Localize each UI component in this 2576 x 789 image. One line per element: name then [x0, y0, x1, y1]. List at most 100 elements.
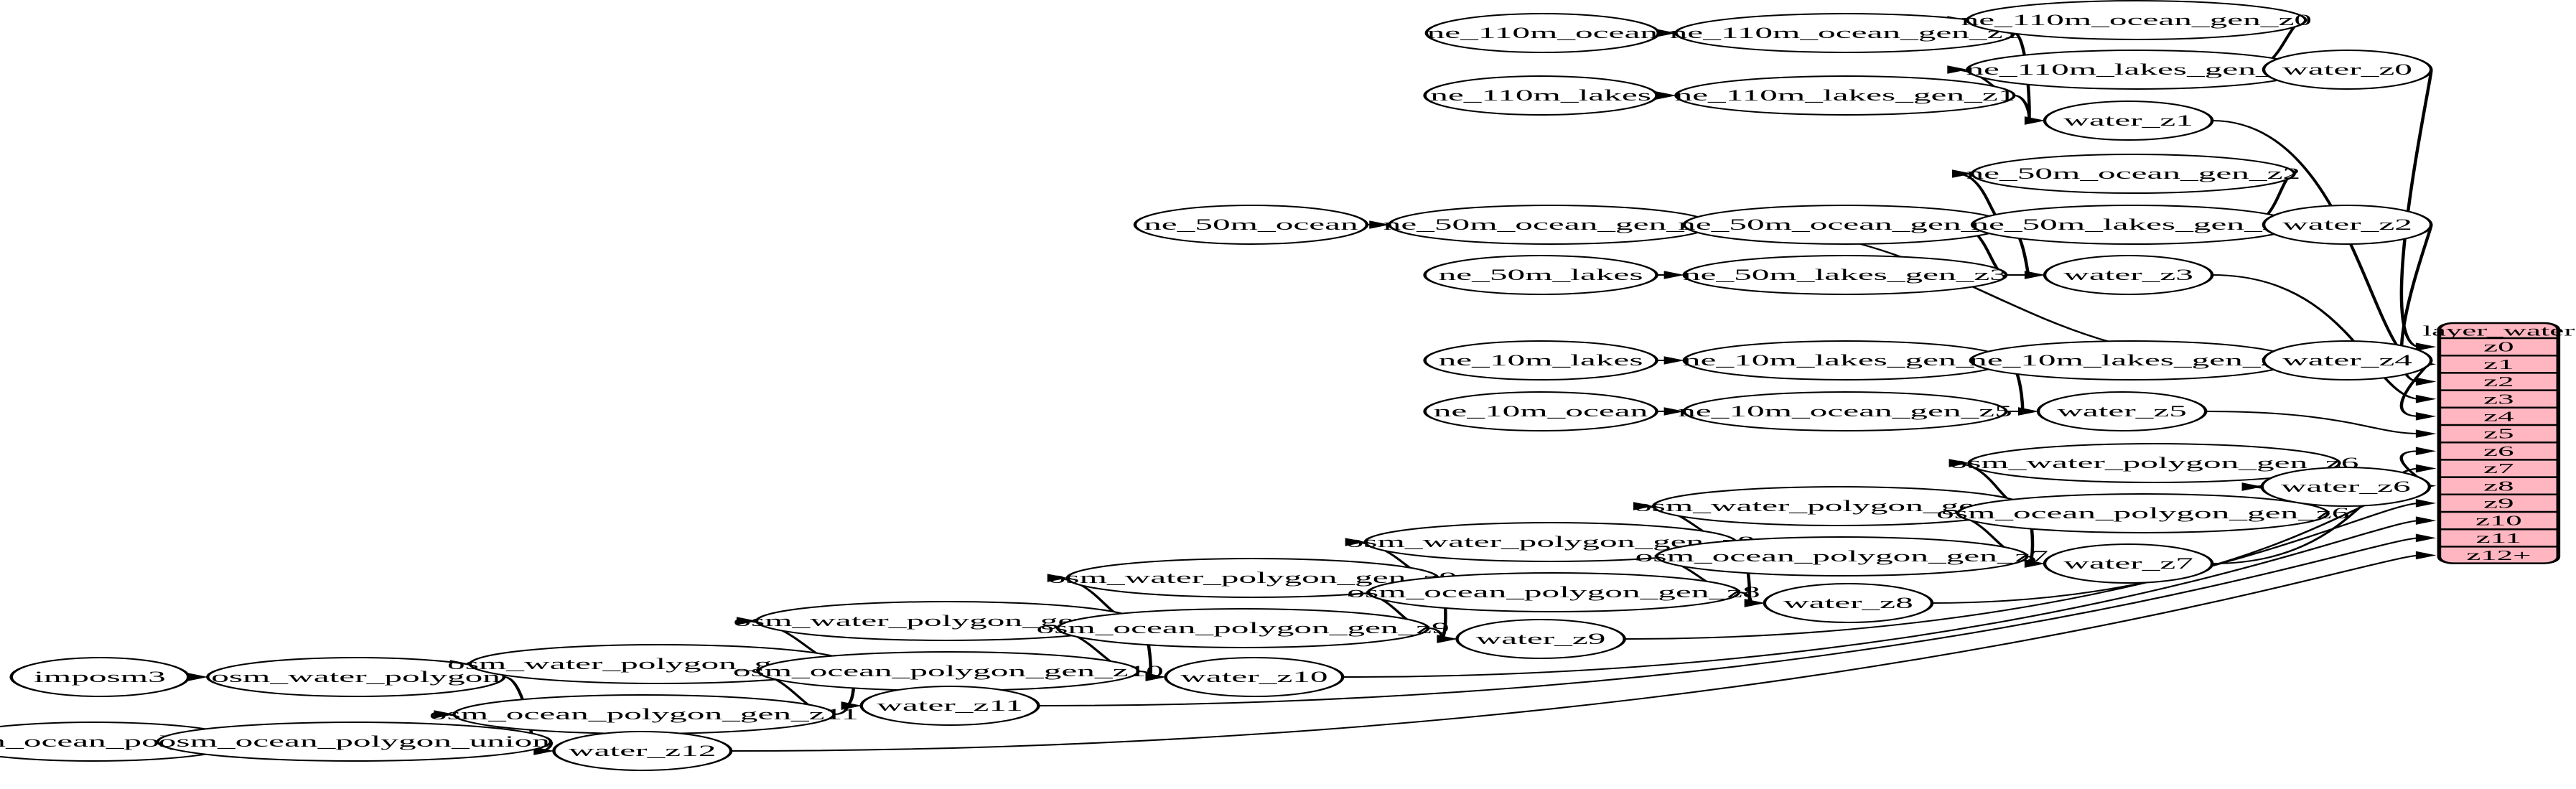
node-shape[interactable] [1969, 340, 2295, 381]
node-shape[interactable] [1674, 75, 2016, 116]
arrowhead-icon [1949, 459, 1970, 467]
arrowhead-icon [187, 673, 208, 681]
node-shape[interactable] [1682, 340, 2008, 381]
node-imposm3[interactable]: imposm3 [9, 657, 190, 697]
node-water_z5[interactable]: water_z5 [2036, 391, 2208, 431]
node-shape[interactable] [1682, 205, 2008, 245]
node-shape[interactable] [1388, 205, 1714, 245]
node-shape[interactable] [156, 722, 553, 762]
node-shape[interactable] [1424, 13, 1661, 53]
node-water_z9[interactable]: water_z9 [1455, 619, 1626, 659]
node-water_z7[interactable]: water_z7 [2043, 543, 2214, 584]
node-water_z10[interactable]: water_z10 [1164, 657, 1345, 697]
node-shape[interactable] [2043, 101, 2214, 141]
node-ne_50m_lakes_gen_z3[interactable]: ne_50m_lakes_gen_z3 [1682, 255, 2008, 295]
legend-row-z7[interactable]: z7 [2483, 460, 2514, 476]
legend-row-z2[interactable]: z2 [2483, 373, 2514, 389]
node-shape[interactable] [1423, 75, 1658, 116]
node-ne_50m_ocean_gen_z3[interactable]: ne_50m_ocean_gen_z3 [1678, 205, 2012, 245]
node-shape[interactable] [1967, 443, 2341, 483]
legend-title: layer_water [2423, 323, 2575, 339]
node-shape[interactable] [1655, 536, 2029, 576]
node-ne_50m_ocean[interactable]: ne_50m_ocean [1133, 205, 1369, 245]
node-shape[interactable] [2043, 543, 2214, 584]
arrowhead-icon [533, 747, 554, 755]
node-ne_10m_lakes_gen_z4[interactable]: ne_10m_lakes_gen_z4 [1969, 340, 2295, 381]
legend-row-z12+[interactable]: z12+ [2466, 547, 2531, 563]
legend-row-z3[interactable]: z3 [2483, 391, 2514, 406]
node-ne_10m_ocean_gen_z5[interactable]: ne_10m_ocean_gen_z5 [1678, 391, 2012, 431]
node-shape[interactable] [1674, 13, 2016, 53]
node-ne_110m_ocean[interactable]: ne_110m_ocean [1424, 13, 1661, 53]
node-water_z0[interactable]: water_z0 [2262, 50, 2433, 90]
node-ne_10m_lakes[interactable]: ne_10m_lakes [1423, 340, 1658, 381]
node-shape[interactable] [2260, 467, 2432, 507]
node-shape[interactable] [1133, 205, 1369, 245]
edge-water_z5-to-layer_water-z5 [2206, 411, 2420, 435]
node-shape[interactable] [2262, 340, 2433, 381]
node-ne_50m_ocean_gen_z2[interactable]: ne_50m_ocean_gen_z2 [1966, 154, 2300, 194]
arrowhead-icon [1633, 502, 1654, 510]
node-shape[interactable] [206, 657, 506, 697]
legend-row-z1[interactable]: z1 [2483, 356, 2514, 372]
legend-row-z10[interactable]: z10 [2475, 513, 2522, 528]
node-shape[interactable] [2262, 205, 2433, 245]
node-shape[interactable] [1164, 657, 1345, 697]
node-shape[interactable] [2036, 391, 2208, 431]
node-shape[interactable] [452, 694, 836, 734]
node-shape[interactable] [859, 686, 1040, 726]
node-osm_ocean_polygon_union[interactable]: osm_ocean_polygon_union [156, 722, 553, 762]
node-shape[interactable] [1423, 340, 1658, 381]
node-ne_110m_lakes_gen_z0[interactable]: ne_110m_lakes_gen_z0 [1966, 50, 2307, 90]
node-shape[interactable] [1970, 154, 2296, 194]
legend-row-z5[interactable]: z5 [2483, 426, 2514, 442]
node-osm_water_polygon[interactable]: osm_water_polygon [206, 657, 506, 697]
node-shape[interactable] [756, 651, 1140, 691]
node-water_z12[interactable]: water_z12 [552, 731, 733, 771]
node-shape[interactable] [1970, 205, 2296, 245]
node-shape[interactable] [2043, 255, 2214, 295]
node-water_z8[interactable]: water_z8 [1763, 583, 1934, 623]
node-shape[interactable] [552, 731, 733, 771]
arrowhead-icon [1663, 407, 1685, 416]
legend-row-z8[interactable]: z8 [2483, 477, 2514, 493]
node-ne_110m_lakes[interactable]: ne_110m_lakes [1423, 75, 1658, 116]
node-water_z3[interactable]: water_z3 [2043, 255, 2214, 295]
node-shape[interactable] [1682, 255, 2008, 295]
node-shape[interactable] [1682, 391, 2008, 431]
node-ne_10m_ocean[interactable]: ne_10m_ocean [1423, 391, 1658, 431]
node-shape[interactable] [2262, 50, 2433, 90]
node-water_z4[interactable]: water_z4 [2262, 340, 2433, 381]
legend-row-z4[interactable]: z4 [2483, 408, 2514, 424]
legend-row-z0[interactable]: z0 [2483, 339, 2514, 355]
node-shape[interactable] [9, 657, 190, 697]
node-ne_50m_lakes[interactable]: ne_50m_lakes [1423, 255, 1658, 295]
node-shape[interactable] [1423, 255, 1658, 295]
node-ne_50m_lakes_gen_z2[interactable]: ne_50m_lakes_gen_z2 [1970, 205, 2296, 245]
legend-row-z9[interactable]: z9 [2483, 495, 2514, 511]
node-ne_50m_ocean_gen_z4[interactable]: ne_50m_ocean_gen_z4 [1383, 205, 1718, 245]
node-water_z6[interactable]: water_z6 [2260, 467, 2432, 507]
node-water_z2[interactable]: water_z2 [2262, 205, 2433, 245]
node-ne_10m_lakes_gen_z5[interactable]: ne_10m_lakes_gen_z5 [1682, 340, 2008, 381]
node-shape[interactable] [1366, 572, 1741, 612]
node-shape[interactable] [1056, 608, 1430, 648]
node-shape[interactable] [1956, 493, 2330, 533]
arrowhead-icon [2024, 559, 2045, 568]
legend-row-z11[interactable]: z11 [2476, 530, 2521, 546]
node-ne_110m_ocean_gen_z0[interactable]: ne_110m_ocean_gen_z0 [1961, 0, 2312, 40]
arrowhead-icon [2415, 377, 2437, 386]
node-shape[interactable] [1423, 391, 1658, 431]
node-shape[interactable] [1966, 0, 2307, 40]
node-water_z1[interactable]: water_z1 [2043, 101, 2214, 141]
edge-water_z3-to-layer_water-z3 [2212, 274, 2420, 400]
node-water_z11[interactable]: water_z11 [859, 686, 1040, 726]
node-shape[interactable] [1966, 50, 2307, 90]
node-shape[interactable] [1455, 619, 1626, 659]
node-shape[interactable] [1763, 583, 1934, 623]
edge-water_z11-to-layer_water-z11 [1038, 537, 2420, 706]
arrowhead-icon [2415, 516, 2437, 525]
node-ne_110m_lakes_gen_z1[interactable]: ne_110m_lakes_gen_z1 [1674, 75, 2016, 116]
legend-row-z6[interactable]: z6 [2483, 443, 2514, 459]
